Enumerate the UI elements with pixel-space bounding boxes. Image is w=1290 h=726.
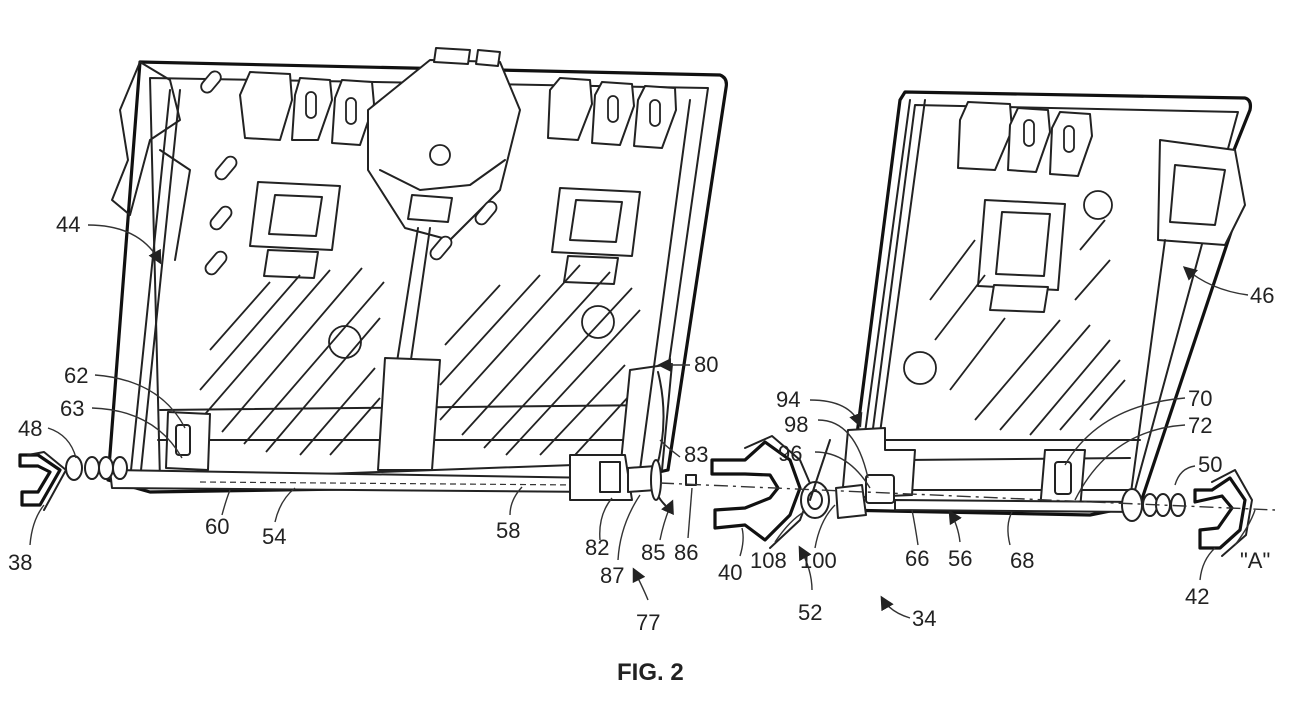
label-42: 42 (1185, 584, 1209, 609)
figure-caption: FIG. 2 (617, 659, 684, 686)
mounting-bracket-42 (1193, 469, 1253, 557)
label-48: 48 (18, 416, 42, 441)
label-80: 80 (694, 352, 718, 377)
left-rib-pattern (199, 267, 385, 456)
leader-lines (29, 224, 1256, 619)
label-56: 56 (948, 546, 972, 571)
label-66: 66 (905, 546, 929, 571)
pivot-axis-a (659, 482, 1276, 511)
label-82: 82 (585, 535, 609, 560)
mounting-bracket-40 (710, 435, 813, 549)
label-85: 85 (641, 540, 665, 565)
label-52: 52 (798, 600, 822, 625)
label-108: 108 (750, 548, 787, 573)
label-70: 70 (1188, 386, 1212, 411)
label-34: 34 (912, 606, 936, 631)
right-seat-rib-pattern (929, 219, 1126, 436)
label-83: 83 (684, 442, 708, 467)
label-94: 94 (776, 387, 800, 412)
label-100: 100 (800, 548, 837, 573)
label-96: 96 (778, 441, 802, 466)
label-98: 98 (784, 412, 808, 437)
right-rib-pattern (439, 264, 641, 456)
label-68: 68 (1010, 548, 1034, 573)
label-77: 77 (636, 610, 660, 635)
label-86: 86 (674, 540, 698, 565)
label-72: 72 (1188, 413, 1212, 438)
label-54: 54 (262, 524, 286, 549)
label-38: 38 (8, 550, 32, 575)
label-axis-a: "A" (1240, 548, 1270, 573)
label-46: 46 (1250, 283, 1274, 308)
label-58: 58 (496, 518, 520, 543)
left-seat-back (65, 47, 728, 506)
label-63: 63 (60, 396, 84, 421)
label-44: 44 (56, 212, 80, 237)
label-87: 87 (600, 563, 624, 588)
right-seat-back (800, 90, 1253, 522)
label-62: 62 (64, 363, 88, 388)
label-60: 60 (205, 514, 229, 539)
mounting-bracket-38 (18, 451, 67, 511)
label-50: 50 (1198, 452, 1222, 477)
label-40: 40 (718, 560, 742, 585)
